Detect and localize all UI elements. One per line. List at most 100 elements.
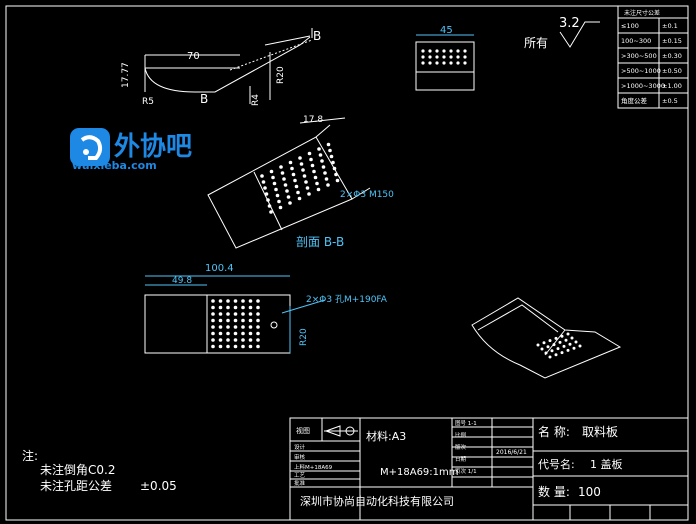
hole bbox=[241, 312, 245, 316]
notes-title: 注: bbox=[22, 448, 38, 463]
hole bbox=[264, 192, 269, 196]
tolerance-row-value: ±0.1 bbox=[662, 22, 678, 30]
note-section: 2×Φ3 M150 bbox=[340, 190, 394, 200]
hole bbox=[548, 355, 552, 359]
hole bbox=[310, 163, 315, 168]
hole bbox=[290, 166, 294, 171]
hole bbox=[218, 299, 223, 303]
title-qty-value: 100 bbox=[578, 485, 601, 499]
hole bbox=[226, 338, 230, 342]
notes-line1: 未注倒角C0.2 bbox=[40, 462, 115, 477]
hole bbox=[442, 49, 446, 53]
hole bbox=[285, 189, 289, 193]
hole bbox=[562, 344, 566, 348]
title-left-row: 上料M+18A69 bbox=[294, 463, 333, 471]
hole bbox=[554, 353, 558, 357]
hole bbox=[211, 338, 215, 342]
dim-top-view-width: 45 bbox=[440, 25, 453, 36]
hole bbox=[218, 312, 223, 316]
hole bbox=[233, 344, 238, 349]
tolerance-row-value: ±0.30 bbox=[662, 52, 682, 60]
hole bbox=[554, 336, 558, 340]
title-name-label: 名 称: bbox=[538, 424, 570, 439]
hole bbox=[328, 148, 332, 153]
dim-plan-inner: 49.8 bbox=[172, 276, 192, 286]
hole bbox=[256, 318, 260, 323]
watermark-brand-text: 外协吧 bbox=[114, 132, 192, 162]
hole bbox=[256, 325, 260, 329]
hole bbox=[248, 312, 253, 316]
tolerance-row-value: ±1.00 bbox=[662, 82, 682, 90]
hole bbox=[540, 347, 544, 351]
hole bbox=[293, 178, 297, 183]
hole bbox=[241, 305, 245, 310]
dim-plan-right: R20 bbox=[299, 328, 309, 346]
hole bbox=[550, 349, 554, 353]
hole bbox=[233, 318, 238, 323]
hole bbox=[542, 341, 546, 345]
hole bbox=[211, 305, 215, 310]
hole bbox=[256, 305, 260, 310]
hole bbox=[294, 184, 299, 189]
hole bbox=[218, 338, 223, 342]
hole bbox=[312, 169, 316, 174]
hole bbox=[329, 154, 334, 159]
hole bbox=[218, 318, 223, 323]
tolerance-row-value: ±0.5 bbox=[662, 97, 678, 105]
hole bbox=[331, 160, 335, 165]
hole bbox=[211, 344, 215, 349]
tolerance-row-range: >500~1000 bbox=[621, 67, 661, 75]
hole bbox=[218, 305, 223, 310]
hole bbox=[326, 142, 331, 147]
hole bbox=[544, 351, 548, 355]
hole bbox=[282, 177, 286, 181]
hole bbox=[421, 49, 425, 53]
title-material-code: M+18A69:1mm bbox=[380, 467, 459, 478]
title-company: 深圳市协尚自动化科技有限公司 bbox=[300, 494, 454, 508]
hole bbox=[226, 325, 230, 329]
hole bbox=[274, 187, 278, 192]
dim-side-bottom-left: R5 bbox=[142, 97, 154, 107]
hole bbox=[302, 174, 307, 178]
hole bbox=[301, 168, 305, 172]
hole bbox=[256, 338, 260, 342]
hole bbox=[428, 61, 432, 65]
hole bbox=[211, 325, 215, 329]
hole bbox=[318, 153, 323, 157]
hole bbox=[288, 201, 292, 205]
hole bbox=[442, 61, 446, 65]
hole bbox=[313, 175, 318, 180]
title-qty-label: 数 量: bbox=[538, 484, 570, 499]
hole bbox=[456, 55, 460, 59]
hole bbox=[233, 338, 238, 342]
hole bbox=[260, 174, 264, 178]
hole bbox=[296, 190, 300, 195]
tolerance-row-range: 角度公差 bbox=[621, 96, 648, 105]
hole bbox=[428, 55, 432, 59]
hole bbox=[552, 343, 556, 347]
hole bbox=[556, 347, 560, 351]
hole bbox=[572, 346, 576, 350]
hole bbox=[248, 338, 253, 342]
hole bbox=[463, 49, 467, 53]
hole bbox=[256, 299, 260, 303]
hole bbox=[316, 187, 321, 192]
hole bbox=[226, 318, 230, 323]
tolerance-row-value: ±0.15 bbox=[662, 37, 682, 45]
hole bbox=[266, 198, 270, 202]
hole bbox=[435, 49, 439, 53]
title-name-value: 取料板 bbox=[582, 425, 618, 439]
hole bbox=[248, 344, 253, 349]
hole bbox=[323, 171, 327, 175]
hole bbox=[248, 318, 253, 323]
hole bbox=[574, 340, 578, 344]
hole bbox=[317, 147, 321, 151]
hole bbox=[226, 344, 230, 349]
hole bbox=[233, 299, 238, 303]
hole bbox=[211, 312, 215, 316]
hole bbox=[277, 199, 281, 204]
dim-side-bottom-right: R4 bbox=[251, 94, 261, 106]
hole bbox=[548, 339, 552, 343]
hole bbox=[449, 61, 453, 65]
